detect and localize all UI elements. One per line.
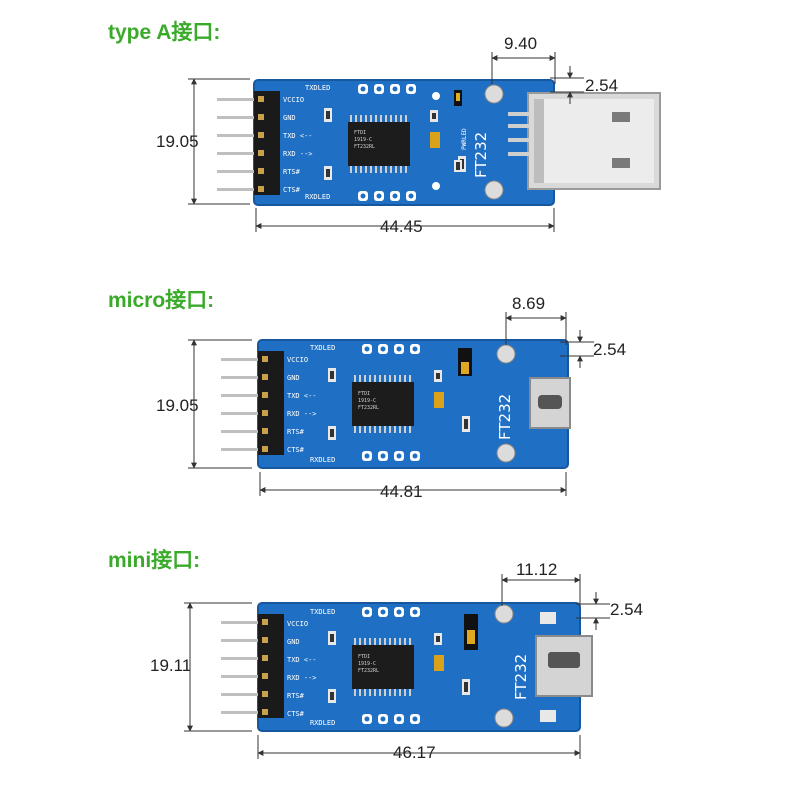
pin-label-gnd: GND bbox=[283, 114, 296, 122]
pin-label-vccio: VCCIO bbox=[287, 356, 308, 364]
micro-pin-labels: VCCIO GND TXD <-- RXD --> RTS# CTS# bbox=[287, 356, 317, 454]
section-title-mini: mini接口: bbox=[108, 549, 201, 572]
pin-label-cts: CTS# bbox=[287, 710, 305, 718]
micro-rxdled-label: RXDLED bbox=[310, 456, 335, 464]
typea-dimension-lines bbox=[188, 52, 584, 232]
micro-board-label: FT232 bbox=[496, 394, 514, 440]
dim-connector-typea: 9.40 bbox=[504, 34, 538, 53]
pin-label-vccio: VCCIO bbox=[287, 620, 308, 628]
pin-label-txd: TXD <-- bbox=[283, 132, 313, 140]
dim-height-mini: 19.11 bbox=[150, 656, 192, 675]
dim-connector-micro: 8.69 bbox=[512, 294, 546, 313]
typea-chip-brand: FTDI bbox=[354, 130, 366, 136]
section-title-micro: micro接口: bbox=[108, 289, 215, 312]
section-title-typea: type A接口: bbox=[108, 21, 221, 44]
dim-offset-micro: 2.54 bbox=[593, 340, 627, 359]
pin-label-vccio: VCCIO bbox=[283, 96, 304, 104]
typea-board: TXDLED RXDLED VCCIO GND TXD <-- RXD --> … bbox=[217, 79, 661, 206]
micro-dimension-lines bbox=[188, 312, 594, 496]
mini-pin-labels: VCCIO GND TXD <-- RXD --> RTS# CTS# bbox=[287, 620, 317, 718]
pin-label-gnd: GND bbox=[287, 638, 300, 646]
pin-label-gnd: GND bbox=[287, 374, 300, 382]
dim-height-typea: 19.05 bbox=[156, 132, 199, 151]
typea-chip-line1: 1919-C bbox=[354, 137, 372, 143]
pin-label-cts: CTS# bbox=[287, 446, 305, 454]
mini-rxdled-label: RXDLED bbox=[310, 719, 335, 727]
pin-label-txd: TXD <-- bbox=[287, 392, 317, 400]
micro-chip-line1: 1919-C bbox=[358, 398, 376, 404]
micro-board: TXDLED RXDLED VCCIO GND TXD <-- RXD --> … bbox=[221, 339, 571, 469]
pin-label-rts: RTS# bbox=[283, 168, 301, 176]
mini-board-label: FT232 bbox=[512, 654, 530, 700]
typea-txdled-label: TXDLED bbox=[305, 84, 330, 92]
typea-chip-line2: FT232RL bbox=[354, 144, 375, 150]
dim-offset-mini: 2.54 bbox=[610, 600, 644, 619]
pin-label-txd: TXD <-- bbox=[287, 656, 317, 664]
dim-offset-typea: 2.54 bbox=[585, 76, 619, 95]
pin-label-rxd: RXD --> bbox=[283, 150, 313, 158]
pin-label-rts: RTS# bbox=[287, 428, 305, 436]
dim-connector-mini: 11.12 bbox=[516, 560, 558, 579]
mini-chip-line1: 1919-C bbox=[358, 661, 376, 667]
mini-chip-line2: FT232RL bbox=[358, 668, 379, 674]
typea-pin-labels: VCCIO GND TXD <-- RXD --> RTS# CTS# bbox=[283, 96, 313, 194]
pin-label-rxd: RXD --> bbox=[287, 674, 317, 682]
mini-dimension-lines bbox=[184, 574, 610, 759]
dim-height-micro: 19.05 bbox=[156, 396, 199, 415]
pin-label-cts: CTS# bbox=[283, 186, 301, 194]
pin-label-rxd: RXD --> bbox=[287, 410, 317, 418]
mini-chip-brand: FTDI bbox=[358, 654, 370, 660]
typea-pwrled-label: PWRLED bbox=[461, 128, 468, 150]
typea-rxdled-label: RXDLED bbox=[305, 193, 330, 201]
micro-chip-brand: FTDI bbox=[358, 391, 370, 397]
mini-txdled-label: TXDLED bbox=[310, 608, 335, 616]
micro-chip-line2: FT232RL bbox=[358, 405, 379, 411]
typea-board-label: FT232 bbox=[472, 132, 490, 178]
micro-txdled-label: TXDLED bbox=[310, 344, 335, 352]
mini-board: TXDLED RXDLED VCCIO GND TXD <-- RXD --> … bbox=[221, 602, 593, 732]
pin-label-rts: RTS# bbox=[287, 692, 305, 700]
